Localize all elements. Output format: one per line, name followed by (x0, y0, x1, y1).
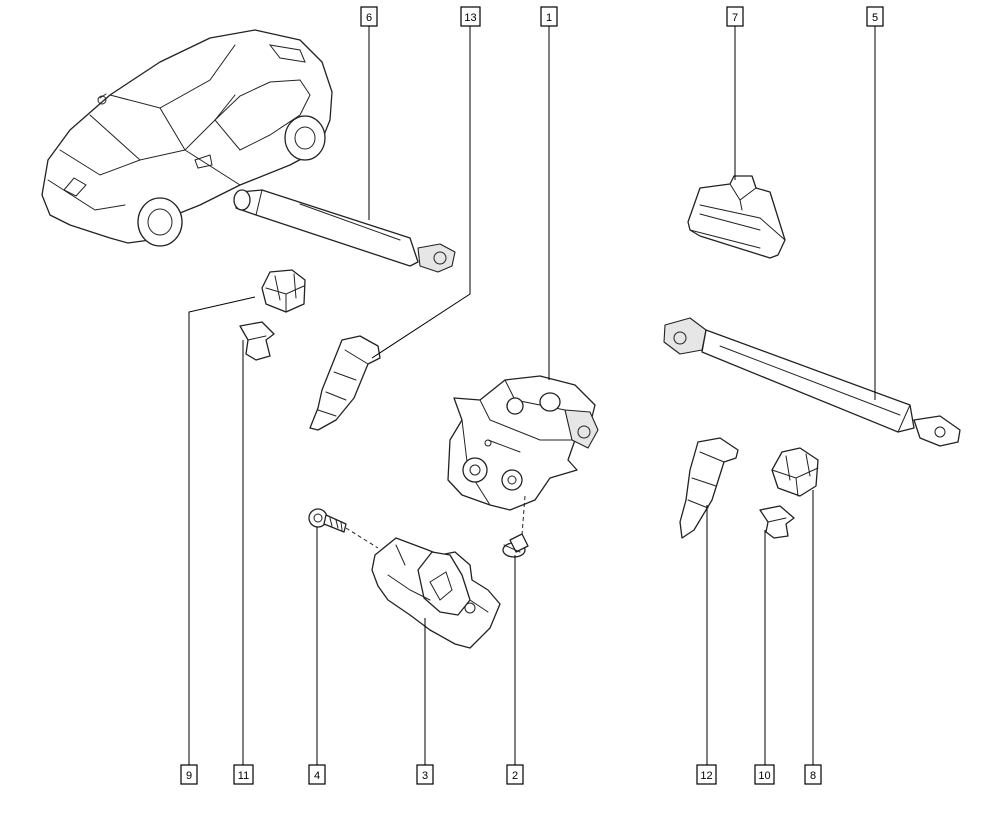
svg-text:8: 8 (810, 770, 816, 782)
part-7-switch (687, 175, 786, 259)
part-5-gas-strut (663, 317, 961, 447)
svg-text:4: 4 (314, 770, 320, 782)
part-1-tailgate-lock (447, 375, 599, 511)
leader-lines (188, 26, 876, 765)
svg-text:9: 9 (186, 770, 192, 782)
part-11-cap (239, 321, 275, 361)
part-6-gas-strut (233, 189, 456, 273)
svg-text:5: 5 (872, 12, 878, 24)
svg-text:12: 12 (700, 770, 712, 782)
part-8-clip (771, 447, 819, 497)
callout-5: 5 (866, 6, 884, 27)
callout-7: 7 (726, 6, 744, 27)
part-10-cap (759, 505, 795, 539)
callout-11: 11 (233, 764, 254, 785)
svg-text:2: 2 (512, 770, 518, 782)
callout-8: 8 (804, 764, 822, 785)
svg-text:7: 7 (732, 12, 738, 24)
part-13-push-clip (309, 335, 381, 431)
svg-text:1: 1 (546, 12, 552, 24)
leader-13 (371, 26, 471, 359)
part-12-push-clip (679, 437, 739, 539)
part-2-screw (502, 495, 529, 558)
part-9-clip (261, 269, 306, 313)
callout-13: 13 (460, 6, 481, 27)
callout-4: 4 (308, 764, 326, 785)
svg-text:3: 3 (422, 770, 428, 782)
part-3-striker (371, 537, 501, 649)
callout-9: 9 (180, 764, 198, 785)
callout-1: 1 (540, 6, 558, 27)
part-4-screw (308, 508, 379, 549)
svg-text:11: 11 (238, 770, 249, 782)
callout-3: 3 (416, 764, 434, 785)
callout-12: 12 (696, 764, 717, 785)
svg-text:6: 6 (366, 12, 372, 24)
callout-10: 10 (754, 764, 775, 785)
leader-9 (188, 296, 256, 765)
svg-text:10: 10 (758, 770, 770, 782)
callout-boxes: 6 13 1 7 5 9 11 4 (180, 6, 884, 785)
vehicle-illustration (41, 29, 333, 247)
callout-6: 6 (360, 6, 378, 27)
svg-text:13: 13 (464, 12, 476, 24)
callout-2: 2 (506, 764, 524, 785)
